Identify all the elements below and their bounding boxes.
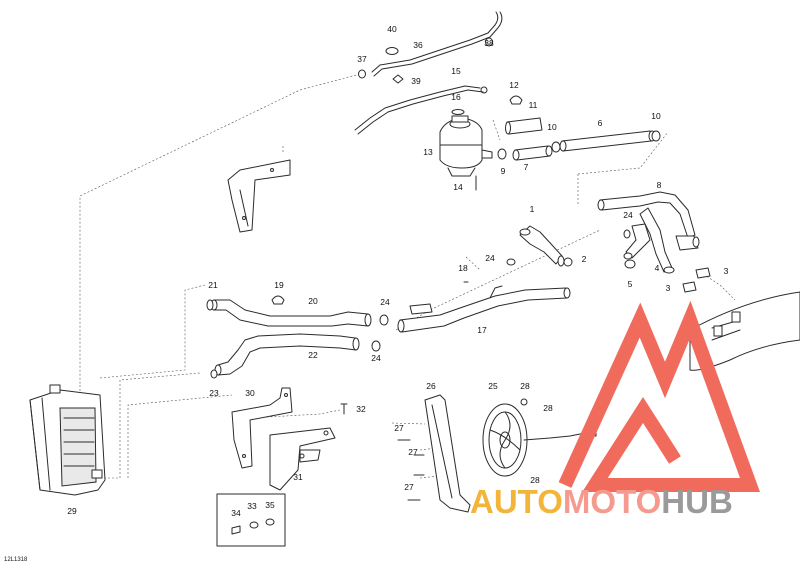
callout-28: 28 (530, 475, 540, 485)
callout-24: 24 (371, 353, 381, 363)
callout-35: 35 (265, 500, 275, 510)
hose-36 (371, 11, 503, 77)
clamp-12 (509, 95, 523, 105)
clamp-9 (497, 148, 507, 160)
callout-29: 29 (67, 506, 77, 516)
callout-14: 14 (453, 182, 463, 192)
clamps-37-38-39 (358, 37, 493, 84)
hose-17 (397, 281, 571, 333)
callout-2: 2 (582, 254, 587, 264)
callout-31: 31 (293, 472, 303, 482)
callout-27: 27 (404, 482, 414, 492)
callout-24: 24 (623, 210, 633, 220)
callout-10: 10 (547, 122, 557, 132)
callout-6: 6 (598, 118, 603, 128)
callout-34: 34 (231, 508, 241, 518)
callout-12: 12 (509, 80, 519, 90)
bracket-30 (231, 387, 293, 469)
callout-26: 26 (426, 381, 436, 391)
callout-3: 3 (724, 266, 729, 276)
callout-18: 18 (458, 263, 468, 273)
callout-33: 33 (247, 501, 257, 511)
callout-7: 7 (524, 162, 529, 172)
callout-37: 37 (357, 54, 367, 64)
bolt-32 (340, 403, 348, 415)
connector-7 (512, 145, 553, 161)
hose-1 (506, 225, 573, 267)
clamp-10a (551, 141, 561, 153)
expansion-tank (439, 115, 493, 191)
callout-24: 24 (380, 297, 390, 307)
watermark-logo-mark (558, 300, 760, 492)
callout-23: 23 (209, 388, 219, 398)
radiator (29, 384, 106, 496)
callout-36: 36 (413, 40, 423, 50)
callout-27: 27 (394, 423, 404, 433)
callout-28: 28 (543, 403, 553, 413)
hardware-box (216, 493, 286, 547)
drawing-code: 12L1318 (4, 557, 28, 563)
hose-15 (354, 85, 488, 135)
screws-27 (397, 439, 425, 501)
pipe-6 (559, 130, 656, 152)
wordmark-auto: AUTO (470, 483, 563, 520)
watermark-wordmark: AUTOMOTOHUB (470, 483, 733, 523)
callout-32: 32 (356, 404, 366, 414)
callout-15: 15 (451, 66, 461, 76)
cap-16 (451, 109, 465, 115)
wordmark-hub: HUB (661, 483, 733, 520)
hose-8 (597, 191, 700, 274)
callout-22: 22 (308, 350, 318, 360)
callout-40: 40 (387, 24, 397, 34)
clamp-10b (651, 130, 661, 142)
callout-19: 19 (274, 280, 284, 290)
callout-30: 30 (245, 388, 255, 398)
callout-27: 27 (408, 447, 418, 457)
hose-22 (210, 333, 381, 379)
callout-10: 10 (651, 111, 661, 121)
callout-17: 17 (477, 325, 487, 335)
hose-11 (505, 117, 543, 135)
callout-4: 4 (655, 263, 660, 273)
callout-11: 11 (529, 100, 538, 110)
callout-20: 20 (308, 296, 318, 306)
callout-5: 5 (628, 279, 633, 289)
callout-3: 3 (666, 283, 671, 293)
callout-13: 13 (423, 147, 433, 157)
bracket-31 (269, 427, 336, 491)
bracket-left (227, 159, 291, 233)
callout-9: 9 (501, 166, 506, 176)
fan-shroud (424, 394, 471, 513)
callout-25: 25 (488, 381, 498, 391)
callout-38: 38 (484, 38, 494, 48)
clamps-3-4-5 (623, 229, 711, 293)
callout-21: 21 (208, 280, 218, 290)
callout-24: 24 (485, 253, 495, 263)
callout-39: 39 (411, 76, 421, 86)
callout-1: 1 (530, 204, 535, 214)
callout-8: 8 (657, 180, 662, 190)
callout-16: 16 (451, 92, 461, 102)
hose-20 (206, 295, 389, 327)
wordmark-moto: MOTO (562, 483, 662, 520)
callout-28: 28 (520, 381, 530, 391)
